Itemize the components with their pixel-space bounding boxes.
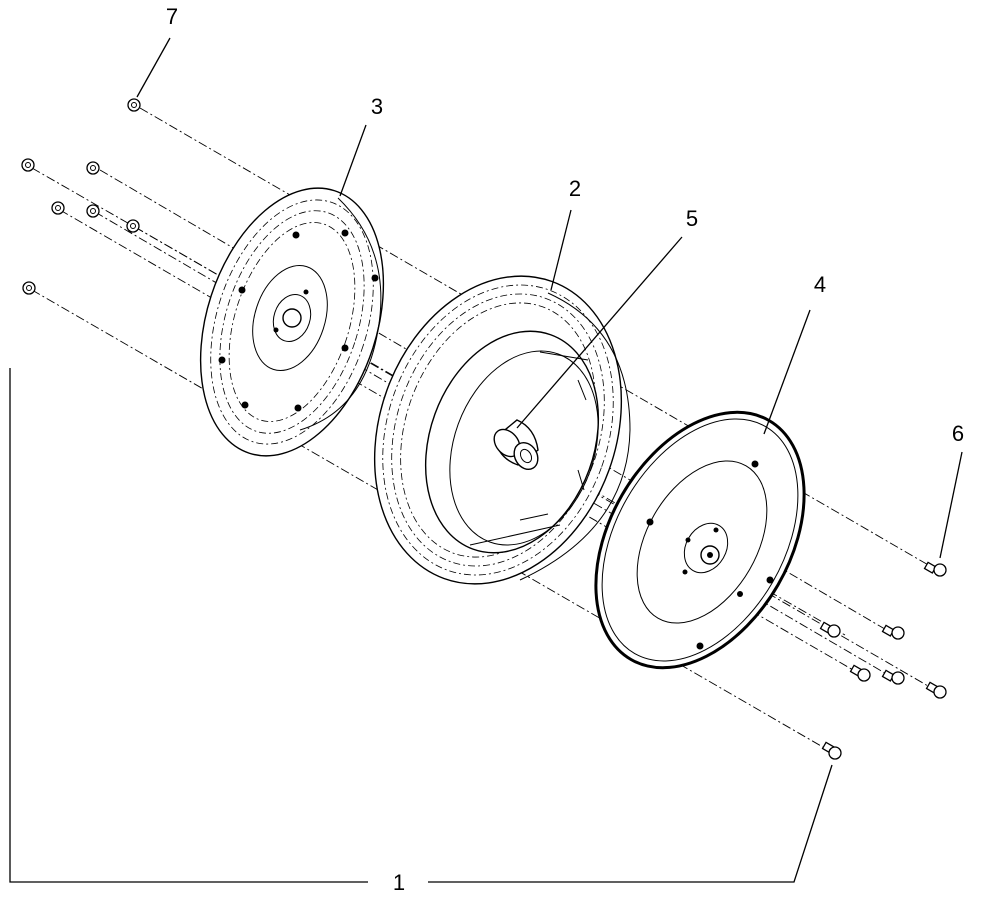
nut-icon <box>21 158 35 172</box>
callout-4: 4 <box>814 272 826 297</box>
bolt-icon <box>819 621 841 638</box>
nut-icon <box>86 161 100 175</box>
callout-7: 7 <box>166 4 178 29</box>
leader-lines <box>9 37 963 883</box>
bolt-icon <box>881 624 905 640</box>
nut-icon <box>126 219 140 233</box>
flange-bolts <box>819 561 947 760</box>
bearing-bushing <box>493 419 539 471</box>
callout-5: 5 <box>686 206 698 231</box>
bolt-icon <box>849 664 871 682</box>
bolt-icon <box>923 561 947 577</box>
wheel-disc-inner <box>594 410 806 670</box>
callout-labels: 7 3 2 5 4 6 1 <box>166 4 964 895</box>
nut-icon <box>86 204 100 218</box>
wheel-disc-outer <box>199 187 385 457</box>
bolt-icon <box>821 741 842 760</box>
callout-1: 1 <box>393 870 405 895</box>
bolt-icon <box>925 681 947 699</box>
callout-3: 3 <box>371 94 383 119</box>
flange-nuts <box>21 98 141 295</box>
callout-2: 2 <box>569 176 581 201</box>
callout-6: 6 <box>952 421 964 446</box>
nut-icon <box>22 281 36 295</box>
nut-icon <box>51 201 65 215</box>
nut-icon <box>127 98 141 112</box>
bolt-icon <box>881 669 905 685</box>
